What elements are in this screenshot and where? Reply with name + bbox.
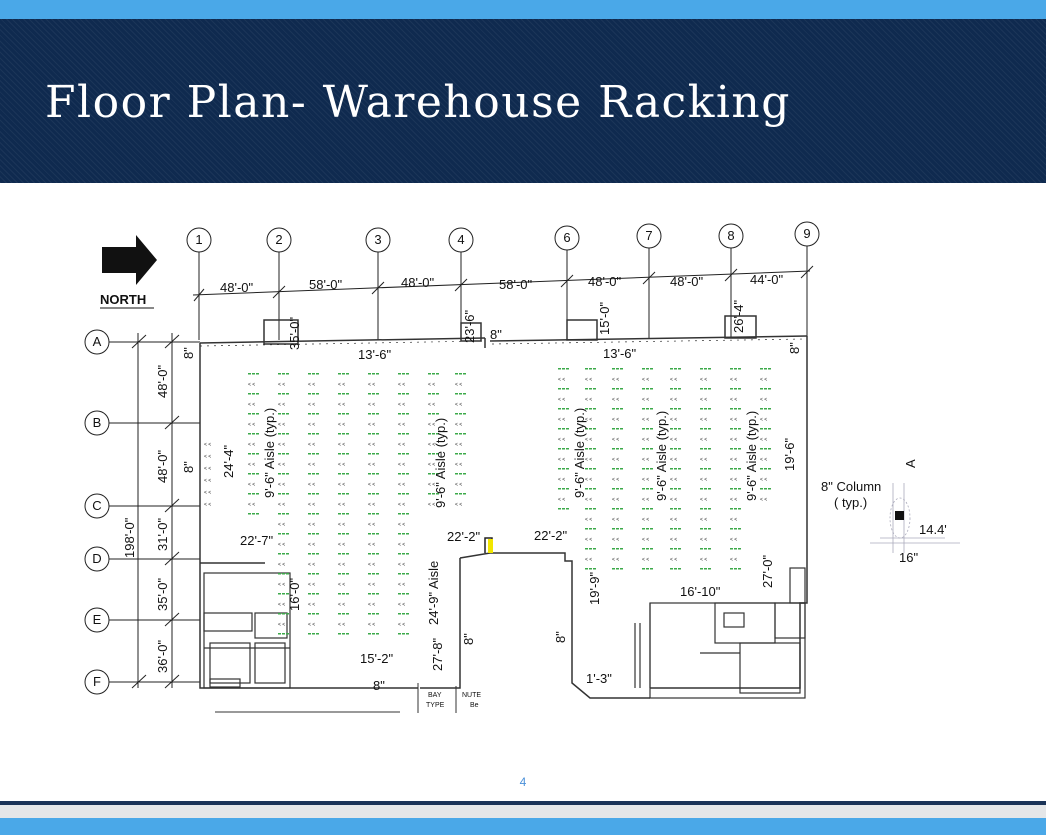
- dim-top-2: 58'-0": [309, 277, 343, 292]
- detail-letter: A: [903, 459, 918, 468]
- dim-8-inch-f: 8": [373, 678, 385, 693]
- row-bubble-b: B: [93, 415, 102, 430]
- top-dimension-line: [192, 265, 814, 302]
- dim-8-inch-top: 8": [490, 327, 502, 342]
- row-bubble-f: F: [93, 674, 101, 689]
- dim-27-8: 27'-8": [430, 637, 445, 671]
- dim-row-5: 36'-0": [155, 639, 170, 673]
- dim-row-1: 48'-0": [155, 364, 170, 398]
- dim-13-6-right: 13'-6": [603, 346, 637, 361]
- detail-column-typ: ( typ.): [834, 495, 867, 510]
- dim-27-0: 27'-0": [760, 554, 775, 588]
- row-bubble-a: A: [93, 334, 102, 349]
- dim-26-4: 26'-4": [731, 299, 746, 333]
- legend-type: TYPE: [426, 702, 445, 709]
- legend-bay: BAY: [428, 692, 442, 699]
- dim-top-4: 58'-0": [499, 277, 533, 292]
- dim-16-0: 16'-0": [287, 577, 302, 611]
- dim-8-inch-b: 8": [181, 461, 196, 473]
- dim-16-10: 16'-10": [680, 584, 721, 599]
- dim-overall: 198'-0": [122, 517, 137, 558]
- aisle-label-3: 9'-6" Aisle (typ.): [572, 408, 587, 498]
- slide-title: Floor Plan- Warehouse Racking: [45, 77, 791, 128]
- dim-23-6: 23'-6": [462, 309, 477, 343]
- dim-15-0: 15'-0": [597, 301, 612, 335]
- aisle-label-5: 9'-6" Aisle (typ.): [744, 411, 759, 501]
- building-outline: [199, 315, 808, 699]
- floor-plan-drawing: < < NORTH 1 2 3 4 6 7 8 9 48'-0" 58'-0" …: [84, 221, 960, 713]
- dim-top-1: 48'-0": [220, 280, 254, 295]
- dim-35-0: 35'-0": [287, 316, 302, 350]
- legend-box: [215, 683, 457, 713]
- row-bubble-e: E: [93, 612, 102, 627]
- dim-15-2: 15'-2": [360, 651, 394, 666]
- dim-1-3: 1'-3": [586, 671, 612, 686]
- left-dimension-lines: [131, 333, 180, 689]
- office-block-right: [634, 567, 806, 699]
- detail-dim-16: 16": [899, 550, 918, 565]
- dim-top-7: 44'-0": [750, 272, 784, 287]
- column-bubble-6: 6: [563, 230, 570, 245]
- footer-dark-bar: [0, 801, 1046, 805]
- aisle-label-4: 9'-6" Aisle (typ.): [654, 411, 669, 501]
- dim-19-9: 19'-9": [587, 571, 602, 605]
- footer-blue-bar: [0, 818, 1046, 835]
- dim-22-7: 22'-7": [240, 533, 274, 548]
- column-bubble-1: 1: [195, 232, 202, 247]
- dim-13-6-left: 13'-6": [358, 347, 392, 362]
- column-bubble-7: 7: [645, 228, 652, 243]
- dim-top-5: 48'-0": [588, 274, 622, 289]
- north-label: NORTH: [100, 292, 146, 307]
- dim-8-inch-d: 8": [461, 633, 476, 645]
- column-detail: [870, 483, 960, 553]
- dim-row-4: 35'-0": [155, 577, 170, 611]
- legend-note-2: Be: [470, 702, 479, 709]
- column-square-icon: [895, 511, 904, 520]
- row-bubble-d: D: [92, 551, 101, 566]
- column-bubble-3: 3: [374, 232, 381, 247]
- aisle-label-2: 9'-6" Aisle (typ.): [433, 418, 448, 508]
- north-arrow-icon: [102, 235, 157, 285]
- dim-8-inch-c: 8": [787, 342, 802, 354]
- dim-top-3: 48'-0": [401, 275, 435, 290]
- column-bubble-9: 9: [803, 226, 810, 241]
- column-bubble-8: 8: [727, 228, 734, 243]
- dim-row-2: 48'-0": [155, 449, 170, 483]
- column-bubble-4: 4: [457, 232, 464, 247]
- detail-column-label: 8" Column: [821, 479, 881, 494]
- dim-19-6: 19'-6": [782, 437, 797, 471]
- dim-row-3: 31'-0": [155, 517, 170, 551]
- legend-note: NUTE: [462, 692, 481, 699]
- highlight-marker: [488, 539, 493, 553]
- column-bubble-2: 2: [275, 232, 282, 247]
- dim-22-2-left: 22'-2": [447, 529, 481, 544]
- page-number: 4: [519, 775, 527, 789]
- footer-gray-bar: [0, 805, 1046, 818]
- dim-8-inch-a: 8": [181, 347, 196, 359]
- aisle-label-1: 9'-6" Aisle (typ.): [262, 408, 277, 498]
- detail-dim-14-4: 14.4': [919, 522, 947, 537]
- office-block-left: [203, 572, 291, 689]
- top-accent-bar: [0, 0, 1046, 19]
- row-grid: [84, 329, 200, 695]
- dim-8-inch-e: 8": [553, 631, 568, 643]
- dim-22-2-right: 22'-2": [534, 528, 568, 543]
- aisle-24-9: 24'-9" Aisle: [426, 561, 441, 625]
- dim-top-6: 48'-0": [670, 274, 704, 289]
- row-bubble-c: C: [92, 498, 101, 513]
- slide-header: Floor Plan- Warehouse Racking: [0, 19, 1046, 183]
- dim-24-4: 24'-4": [221, 444, 236, 478]
